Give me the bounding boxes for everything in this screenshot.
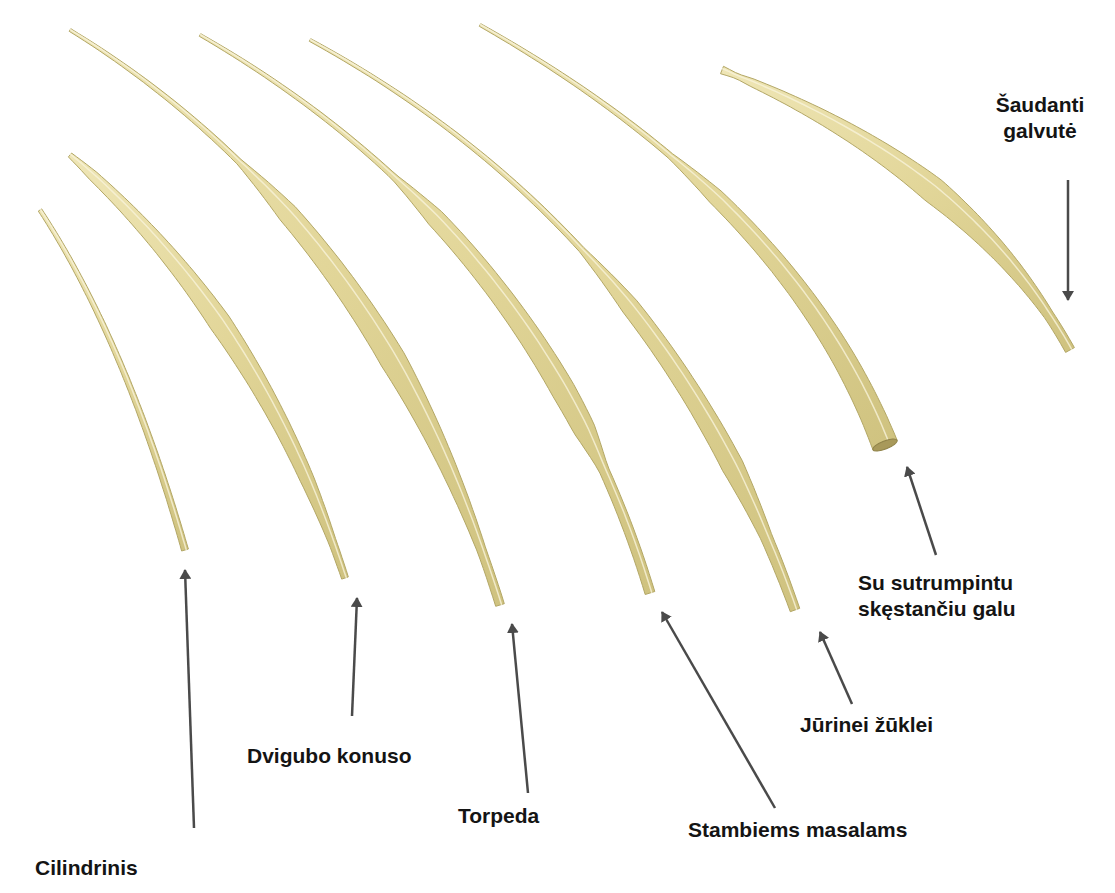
fly-line [199,34,655,595]
leader-arrow [512,624,528,793]
line-type-label: Cilindrinis [35,855,138,881]
line-highlight [70,30,501,605]
line-highlight [310,40,796,610]
line-type-label: Dvigubo konuso [247,743,412,769]
fly-line [309,39,799,612]
line-type-label: Su sutrumpintu skęstančiu galu [858,570,1058,622]
line-type-label: Šaudanti galvutė [970,92,1110,144]
leader-arrow [1067,180,1070,300]
line-highlight [200,35,651,593]
leader-arrow [662,612,775,808]
line-type-label: Jūrinei žūklei [800,712,933,738]
line-type-label: Torpeda [458,803,539,829]
fly-line [69,29,504,607]
line-type-label: Stambiems masalams [688,817,907,843]
line-highlight [480,25,889,444]
line-end-cap [871,437,898,454]
leader-arrow [352,598,357,716]
leader-arrow [185,570,194,828]
fly-line [68,153,348,579]
leader-arrow [820,632,852,704]
leader-arrow [907,467,936,555]
fly-line [479,24,897,450]
